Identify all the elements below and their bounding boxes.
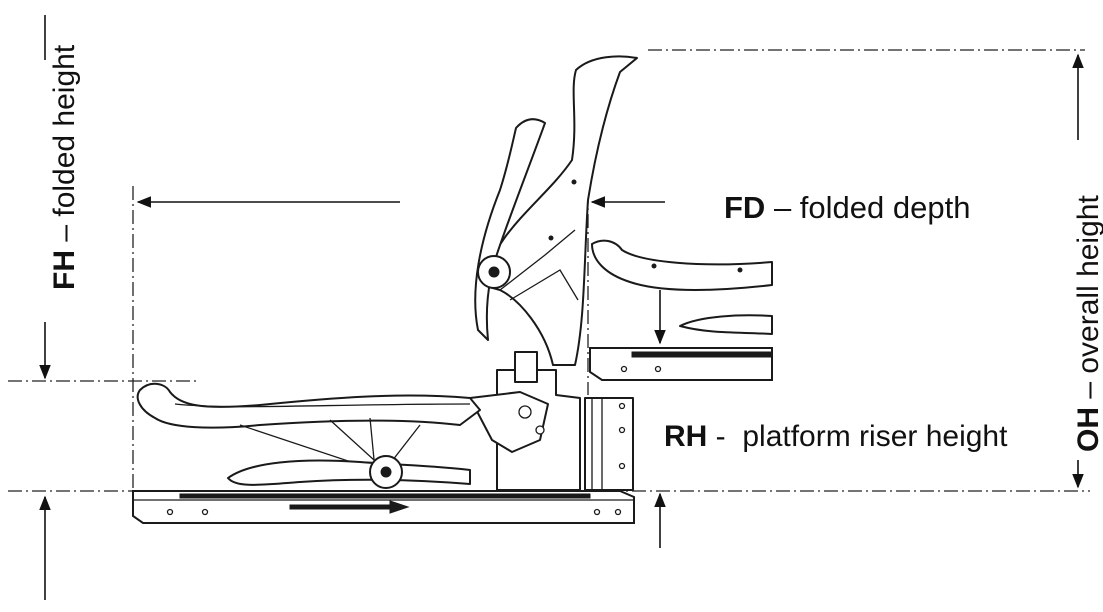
dimension-arrows	[39, 15, 1084, 600]
fh-label: FH – folded height	[48, 44, 81, 290]
rh-text: - platform riser height	[707, 420, 1008, 453]
upper-seat-cushion	[679, 314, 773, 335]
fd-label: FD – folded depth	[724, 190, 970, 225]
upper-seat-frame	[591, 239, 773, 291]
fd-text: – folded depth	[765, 190, 970, 225]
rail-slider	[179, 493, 591, 499]
fh-text: – folded height	[48, 44, 81, 250]
oh-text: – overall height	[1072, 195, 1103, 407]
seat-assembly-rear	[589, 239, 773, 381]
rh-label: RH - platform riser height	[664, 420, 1008, 453]
oh-abbr: OH	[1072, 407, 1103, 452]
seat-back-frame	[481, 55, 638, 366]
seat-back-armrest	[474, 118, 546, 341]
oh-label: OH – overall height	[1072, 195, 1103, 452]
fd-abbr: FD	[724, 190, 765, 225]
seat-assembly-front	[132, 55, 638, 524]
seat-cushion-lower	[227, 459, 471, 486]
rh-abbr: RH	[664, 420, 707, 453]
fh-abbr: FH	[48, 250, 81, 290]
